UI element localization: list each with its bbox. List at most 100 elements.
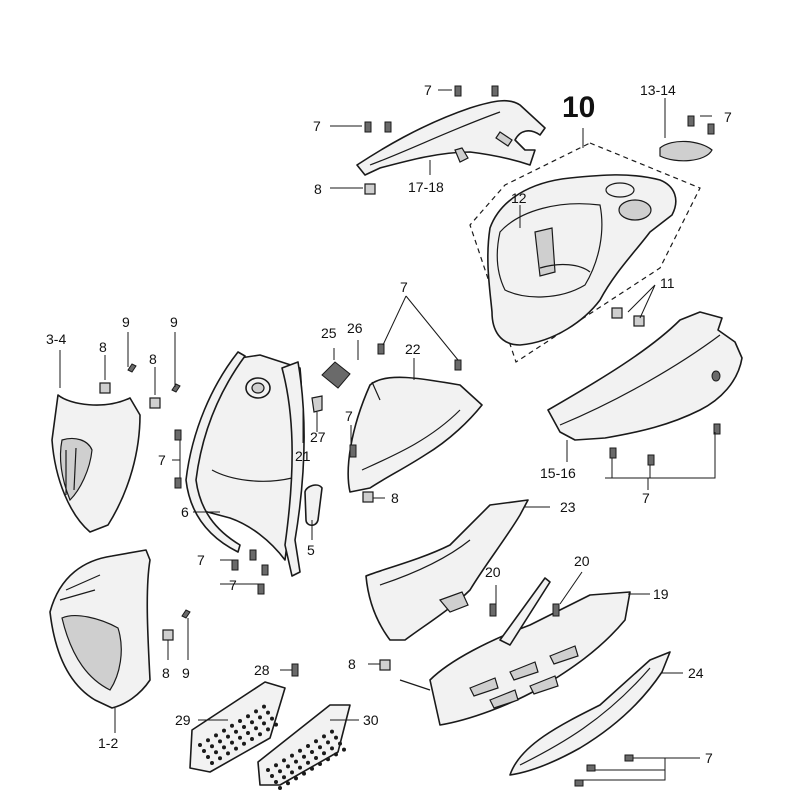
part-13-14-emblem: [659, 140, 713, 162]
label-11: 11: [660, 275, 675, 291]
mat-dot: [250, 720, 254, 725]
mat-dot: [234, 746, 238, 751]
label-20: 20: [485, 564, 501, 580]
mat-dot: [218, 756, 222, 761]
mat-dot: [206, 755, 210, 759]
label-7: 7: [424, 82, 432, 98]
part-6-leg-shield: [185, 351, 305, 577]
mat-dot: [230, 723, 234, 728]
part-10-storage-box: [469, 142, 701, 363]
part-24-side-skirt: [509, 651, 671, 776]
mat-dot: [210, 761, 214, 765]
part-1-2-lower-front: [49, 549, 151, 709]
mat-dot: [242, 725, 246, 729]
mat-dot: [242, 741, 246, 746]
mat-dot: [330, 729, 334, 734]
mat-dot: [290, 770, 294, 775]
label-7: 7: [705, 750, 713, 766]
mat-dot: [298, 748, 302, 753]
mat-dot: [226, 734, 230, 739]
part-19-floorboard: [399, 577, 631, 726]
mat-dot: [238, 719, 242, 723]
mat-dot: [246, 731, 250, 735]
mat-dot: [234, 729, 238, 734]
label-13-14: 13-14: [640, 82, 676, 98]
mat-dot: [298, 765, 302, 770]
label-24: 24: [688, 665, 704, 681]
label-7: 7: [345, 408, 353, 424]
mat-dot: [270, 716, 274, 721]
mat-dot: [226, 751, 230, 756]
label-7: 7: [400, 279, 408, 295]
part-3-4-front-panel: [51, 394, 141, 533]
label-9: 9: [122, 314, 130, 330]
mat-dot: [318, 745, 322, 750]
mat-dot: [258, 732, 262, 737]
mat-dot: [306, 744, 310, 748]
mat-dot: [218, 739, 222, 744]
label-5: 5: [307, 542, 315, 558]
mat-dot: [282, 775, 286, 780]
mat-dot: [322, 734, 326, 739]
label-30: 30: [363, 712, 379, 728]
label-8: 8: [314, 181, 322, 197]
part-23-under-cover: [365, 499, 529, 641]
mat-dot: [206, 738, 210, 743]
mat-dot: [334, 735, 338, 740]
label-3-4: 3-4: [46, 331, 66, 347]
mat-dot: [246, 714, 250, 719]
mat-dot: [230, 740, 234, 745]
part-labels: 7 7 8 17-18 10 13-14 7 12 11 7 3-4 9 9 8…: [46, 82, 732, 766]
label-25: 25: [321, 325, 337, 341]
mat-dot: [342, 747, 346, 752]
label-21: 21: [295, 448, 311, 464]
part-22-inner-cover: [347, 376, 483, 493]
mat-dot: [274, 780, 278, 784]
mat-dot: [302, 771, 306, 776]
mat-dot: [262, 721, 266, 726]
label-29: 29: [175, 712, 191, 728]
label-27: 27: [310, 429, 326, 445]
label-8: 8: [348, 656, 356, 672]
mat-dot: [314, 739, 318, 744]
mat-dot: [314, 756, 318, 760]
part-29-floor-mat: [189, 681, 286, 773]
mat-dot: [258, 715, 262, 720]
mat-dot: [338, 741, 342, 746]
label-8: 8: [162, 665, 170, 681]
label-15-16: 15-16: [540, 465, 576, 481]
label-6: 6: [181, 504, 189, 520]
mat-dot: [286, 764, 290, 769]
part-17-18-rear-rail: [356, 99, 546, 176]
part-5-hook: [304, 484, 323, 527]
mat-dot: [266, 727, 270, 732]
mat-dot: [210, 744, 214, 749]
mat-dot: [310, 750, 314, 754]
label-17-18: 17-18: [408, 179, 444, 195]
mat-dot: [334, 752, 338, 757]
fasteners: [99, 85, 721, 787]
mat-dot: [278, 786, 282, 790]
mat-dot: [214, 750, 218, 755]
mat-dot: [266, 768, 270, 772]
label-7: 7: [724, 109, 732, 125]
label-8: 8: [149, 351, 157, 367]
mat-dot: [202, 749, 206, 753]
label-7: 7: [197, 552, 205, 568]
part-25-clip: [321, 361, 351, 389]
label-7: 7: [642, 490, 650, 506]
mat-dot: [322, 751, 326, 756]
mat-dot: [326, 757, 330, 762]
mat-dot: [214, 733, 218, 738]
label-7: 7: [313, 118, 321, 134]
mat-dot: [302, 754, 306, 759]
label-12: 12: [511, 190, 527, 206]
mat-dot: [274, 763, 278, 768]
mat-dot: [286, 781, 290, 786]
label-1-2: 1-2: [98, 735, 118, 751]
mat-dot: [318, 762, 322, 766]
mat-dot: [238, 735, 242, 740]
mat-dot: [198, 743, 202, 747]
part-27-bolt: [311, 395, 323, 413]
